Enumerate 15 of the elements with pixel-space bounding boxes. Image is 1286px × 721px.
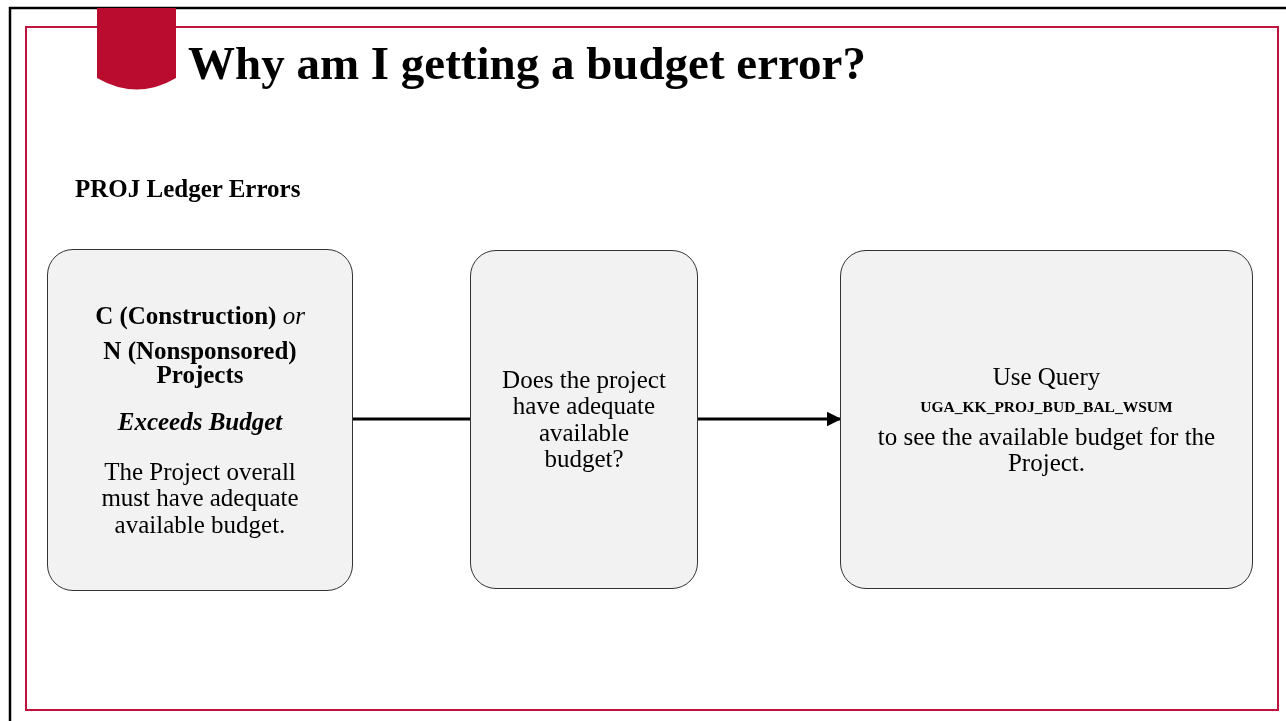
box-text: Use Query <box>992 362 1101 392</box>
slide-title: Why am I getting a budget error? <box>188 36 866 90</box>
box-text: Does the project have adequate available budget? <box>501 367 667 472</box>
box-text: UGA_KK_PROJ_BUD_BAL_WSUM <box>920 397 1173 416</box>
box-text: Exceeds Budget <box>117 408 283 438</box>
arrow <box>698 411 842 427</box>
box-text: to see the available budget for the Project. <box>876 423 1217 477</box>
process-box <box>47 249 353 591</box>
box-text: The Project overall must have adequate available budget. <box>100 459 300 538</box>
process-box <box>840 250 1253 589</box>
process-box <box>470 250 698 589</box>
section-heading: PROJ Ledger Errors <box>75 175 301 203</box>
box-text: N (Nonsponsored) Projects <box>102 338 298 387</box>
box-text: C (Construction) or <box>95 302 305 331</box>
connector-line <box>353 417 470 421</box>
